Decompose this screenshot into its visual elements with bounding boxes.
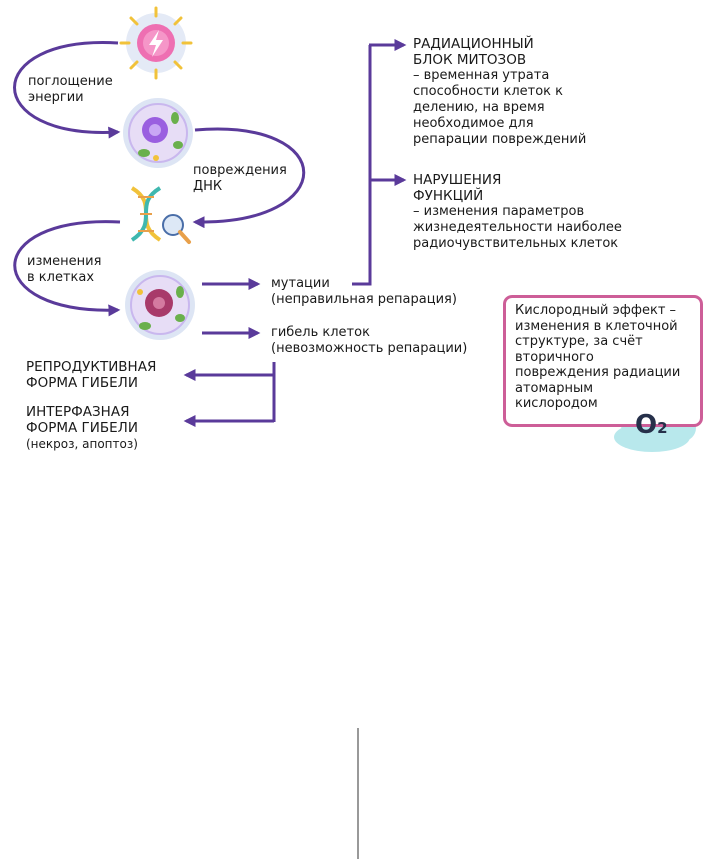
label-cell-death: гибель клеток (невозможность репарации) <box>271 325 468 356</box>
outcome-title: БЛОК МИТОЗОВ <box>413 52 527 68</box>
outcome-title: РАДИАЦИОННЫЙ <box>413 36 534 52</box>
cell-icon <box>123 98 193 168</box>
oxygen-effect-box: Кислородный эффект – изменения в клеточн… <box>503 295 703 427</box>
damaged-cell-icon <box>125 270 195 340</box>
oxygen-symbol: O2 <box>635 410 668 440</box>
label-mutations: мутации (неправильная репарация) <box>271 276 457 307</box>
label-dna-damage: повреждения ДНК <box>193 163 287 194</box>
oxygen-effect-text: Кислородный эффект – изменения в клеточн… <box>515 303 681 411</box>
outcome-radiation-block: РАДИАЦИОННЫЙ БЛОК МИТОЗОВ – временная ут… <box>413 36 587 147</box>
outcome-dysfunction: НАРУШЕНИЯ ФУНКЦИЙ – изменения параметров… <box>413 172 622 251</box>
oxygen-subscript: 2 <box>657 419 668 437</box>
arrow-absorption-to-cell <box>13 41 121 139</box>
arrow-dna-to-damaged-cell <box>13 220 121 317</box>
outcome-reproductive-death: РЕПРОДУКТИВНАЯ ФОРМА ГИБЕЛИ <box>26 359 157 391</box>
outcome-title: ФУНКЦИЙ <box>413 188 484 204</box>
dna-magnifier-icon <box>130 186 191 244</box>
label-cell-changes: изменения в клетках <box>27 254 102 285</box>
energy-burst-icon <box>119 6 193 80</box>
outcome-interphase-death: ИНТЕРФАЗНАЯ ФОРМА ГИБЕЛИ (некроз, апопто… <box>26 404 138 451</box>
outcome-title: НАРУШЕНИЯ <box>413 172 502 188</box>
arrow-cell-to-dna <box>192 127 306 229</box>
interphase-note: (некроз, апоптоз) <box>26 437 138 451</box>
label-energy-absorption: поглощение энергии <box>28 74 113 105</box>
bracket-mutation-outcomes <box>352 45 372 286</box>
